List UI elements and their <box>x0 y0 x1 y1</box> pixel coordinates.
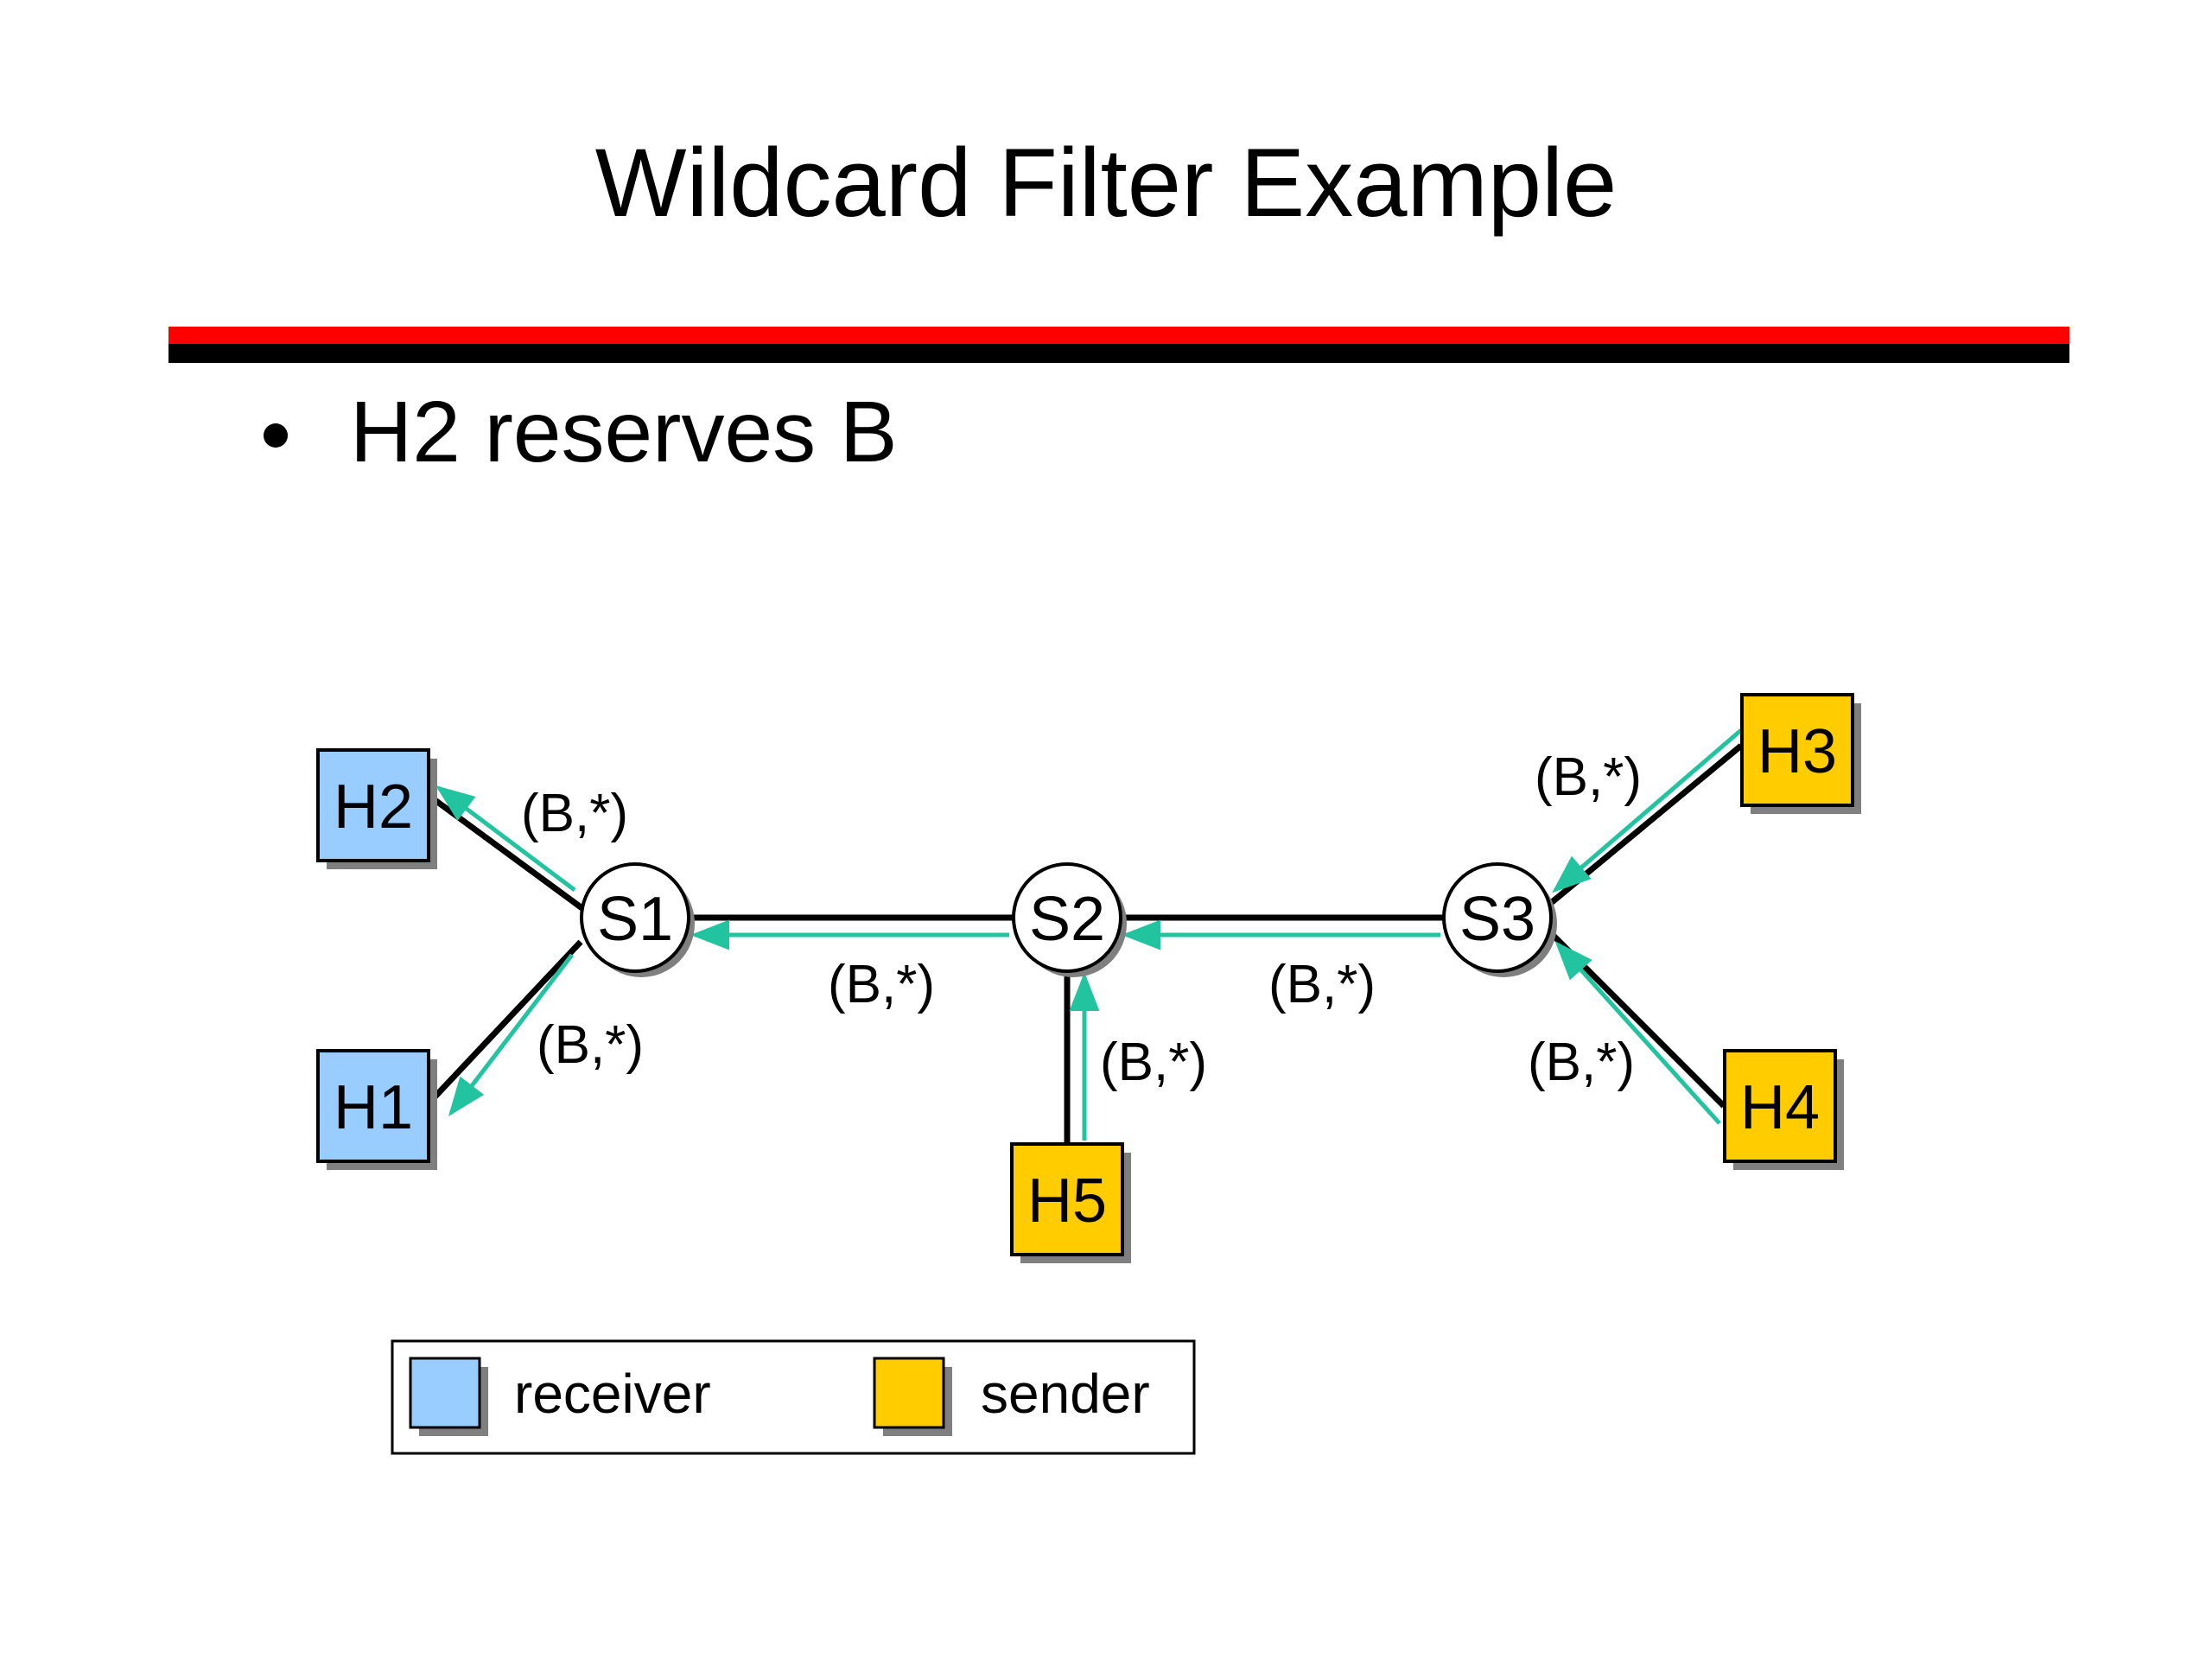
router-s3: S3 <box>1442 862 1557 977</box>
router-circle <box>1012 862 1122 973</box>
host-label: H3 <box>1758 717 1837 786</box>
router-label: S2 <box>1029 885 1105 954</box>
host-label: H4 <box>1740 1073 1820 1142</box>
router-label: S1 <box>597 885 673 954</box>
bullet-dot <box>264 423 288 448</box>
reservation-label-h5-s2: (B,*) <box>1100 1033 1207 1092</box>
host-box <box>316 748 430 862</box>
router-circle <box>580 862 690 973</box>
title-rule-black <box>168 344 2069 363</box>
host-h5-sender: H5 <box>1010 1142 1131 1263</box>
reservation-label-s1-h1: (B,*) <box>537 1015 644 1075</box>
host-box <box>316 1049 430 1163</box>
host-h1-receiver: H1 <box>316 1049 437 1170</box>
link-h1-s1 <box>428 939 583 1104</box>
reservation-arrow-s1-h2 <box>435 785 576 892</box>
reservation-arrow-h3-s3 <box>1552 728 1743 893</box>
title-rule-red <box>168 327 2069 344</box>
reservation-label-h4-s3: (B,*) <box>1528 1033 1635 1092</box>
legend-receiver-swatch <box>409 1357 481 1429</box>
host-label: H5 <box>1027 1166 1107 1236</box>
host-label: H2 <box>334 772 413 842</box>
legend-sender-label: sender <box>981 1363 1150 1425</box>
host-box <box>1010 1142 1124 1256</box>
router-s2: S2 <box>1012 862 1127 977</box>
host-h3-sender: H3 <box>1740 693 1861 814</box>
host-label: H1 <box>334 1073 413 1142</box>
host-box <box>1723 1049 1837 1163</box>
legend-receiver-label: receiver <box>514 1363 711 1425</box>
legend: receiver sender <box>391 1339 1196 1455</box>
reservation-label-s1-h2: (B,*) <box>521 784 628 843</box>
reservation-arrows-layer <box>435 728 1743 1141</box>
host-h4-sender: H4 <box>1723 1049 1844 1170</box>
host-box <box>1740 693 1854 807</box>
router-circle <box>1442 862 1553 973</box>
reservation-label-h3-s3: (B,*) <box>1535 747 1642 807</box>
router-s1: S1 <box>580 862 695 977</box>
edge-labels-layer: (B,*) (B,*) (B,*) (B,*) (B,*) (B,*) (B,*) <box>521 747 1642 1092</box>
reservation-label-s2-s1: (B,*) <box>828 955 935 1014</box>
legend-sender-swatch <box>873 1357 945 1429</box>
legend-box <box>391 1339 1196 1455</box>
router-label: S3 <box>1459 885 1535 954</box>
bullet-text: H2 reserves B <box>350 384 898 480</box>
reservation-arrow-h4-s3 <box>1554 941 1721 1125</box>
reservation-label-s3-s2: (B,*) <box>1268 955 1376 1014</box>
host-h2-receiver: H2 <box>316 748 437 869</box>
reservation-arrow-s1-h1 <box>448 953 574 1116</box>
slide-title: Wildcard Filter Example <box>594 129 1618 237</box>
